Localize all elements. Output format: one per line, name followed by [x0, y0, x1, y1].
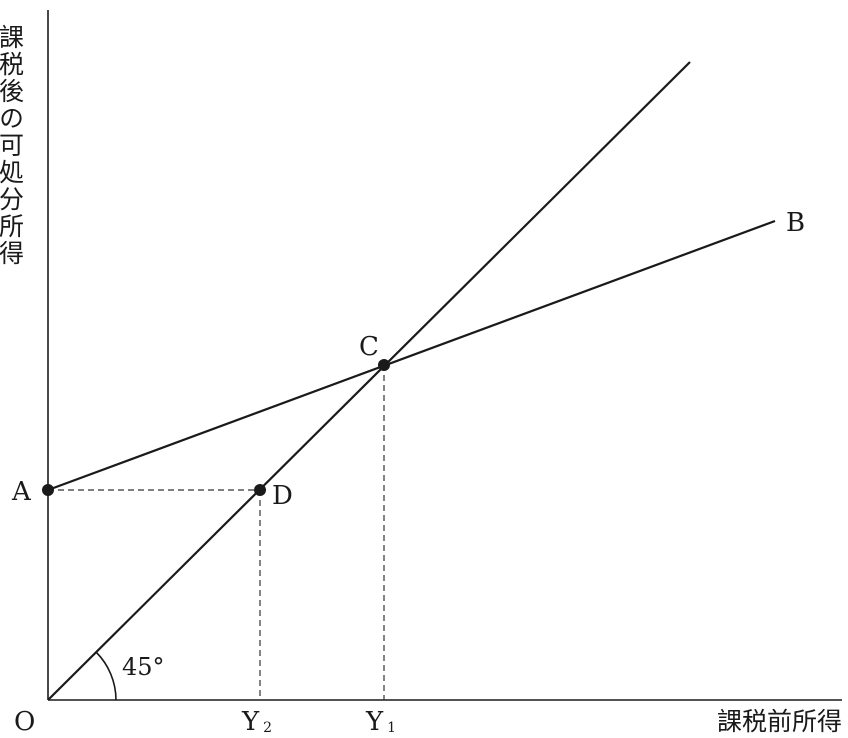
point-c-label: C [359, 332, 379, 362]
point-b-label: B [786, 208, 805, 238]
x-tick-y2-sub: 2 [263, 720, 272, 736]
x-axis-title: 課税前所得 [717, 707, 842, 736]
x-tick-y1-sub: 1 [387, 720, 396, 736]
point-c-marker [378, 359, 390, 371]
origin-label: O [14, 707, 35, 737]
point-d-label: D [272, 481, 293, 511]
point-a-label: A [11, 477, 32, 507]
y-axis-title: 課税後の可処分所得 [0, 24, 25, 267]
line-ab [47, 219, 776, 492]
angle-label: 45° [122, 653, 165, 681]
point-a-marker [42, 484, 54, 496]
x-tick-y2-main: Y [241, 707, 260, 737]
45-degree-line [47, 61, 691, 701]
x-tick-y1-main: Y [365, 707, 384, 737]
angle-arc [95, 651, 117, 701]
point-d-marker [254, 484, 266, 496]
